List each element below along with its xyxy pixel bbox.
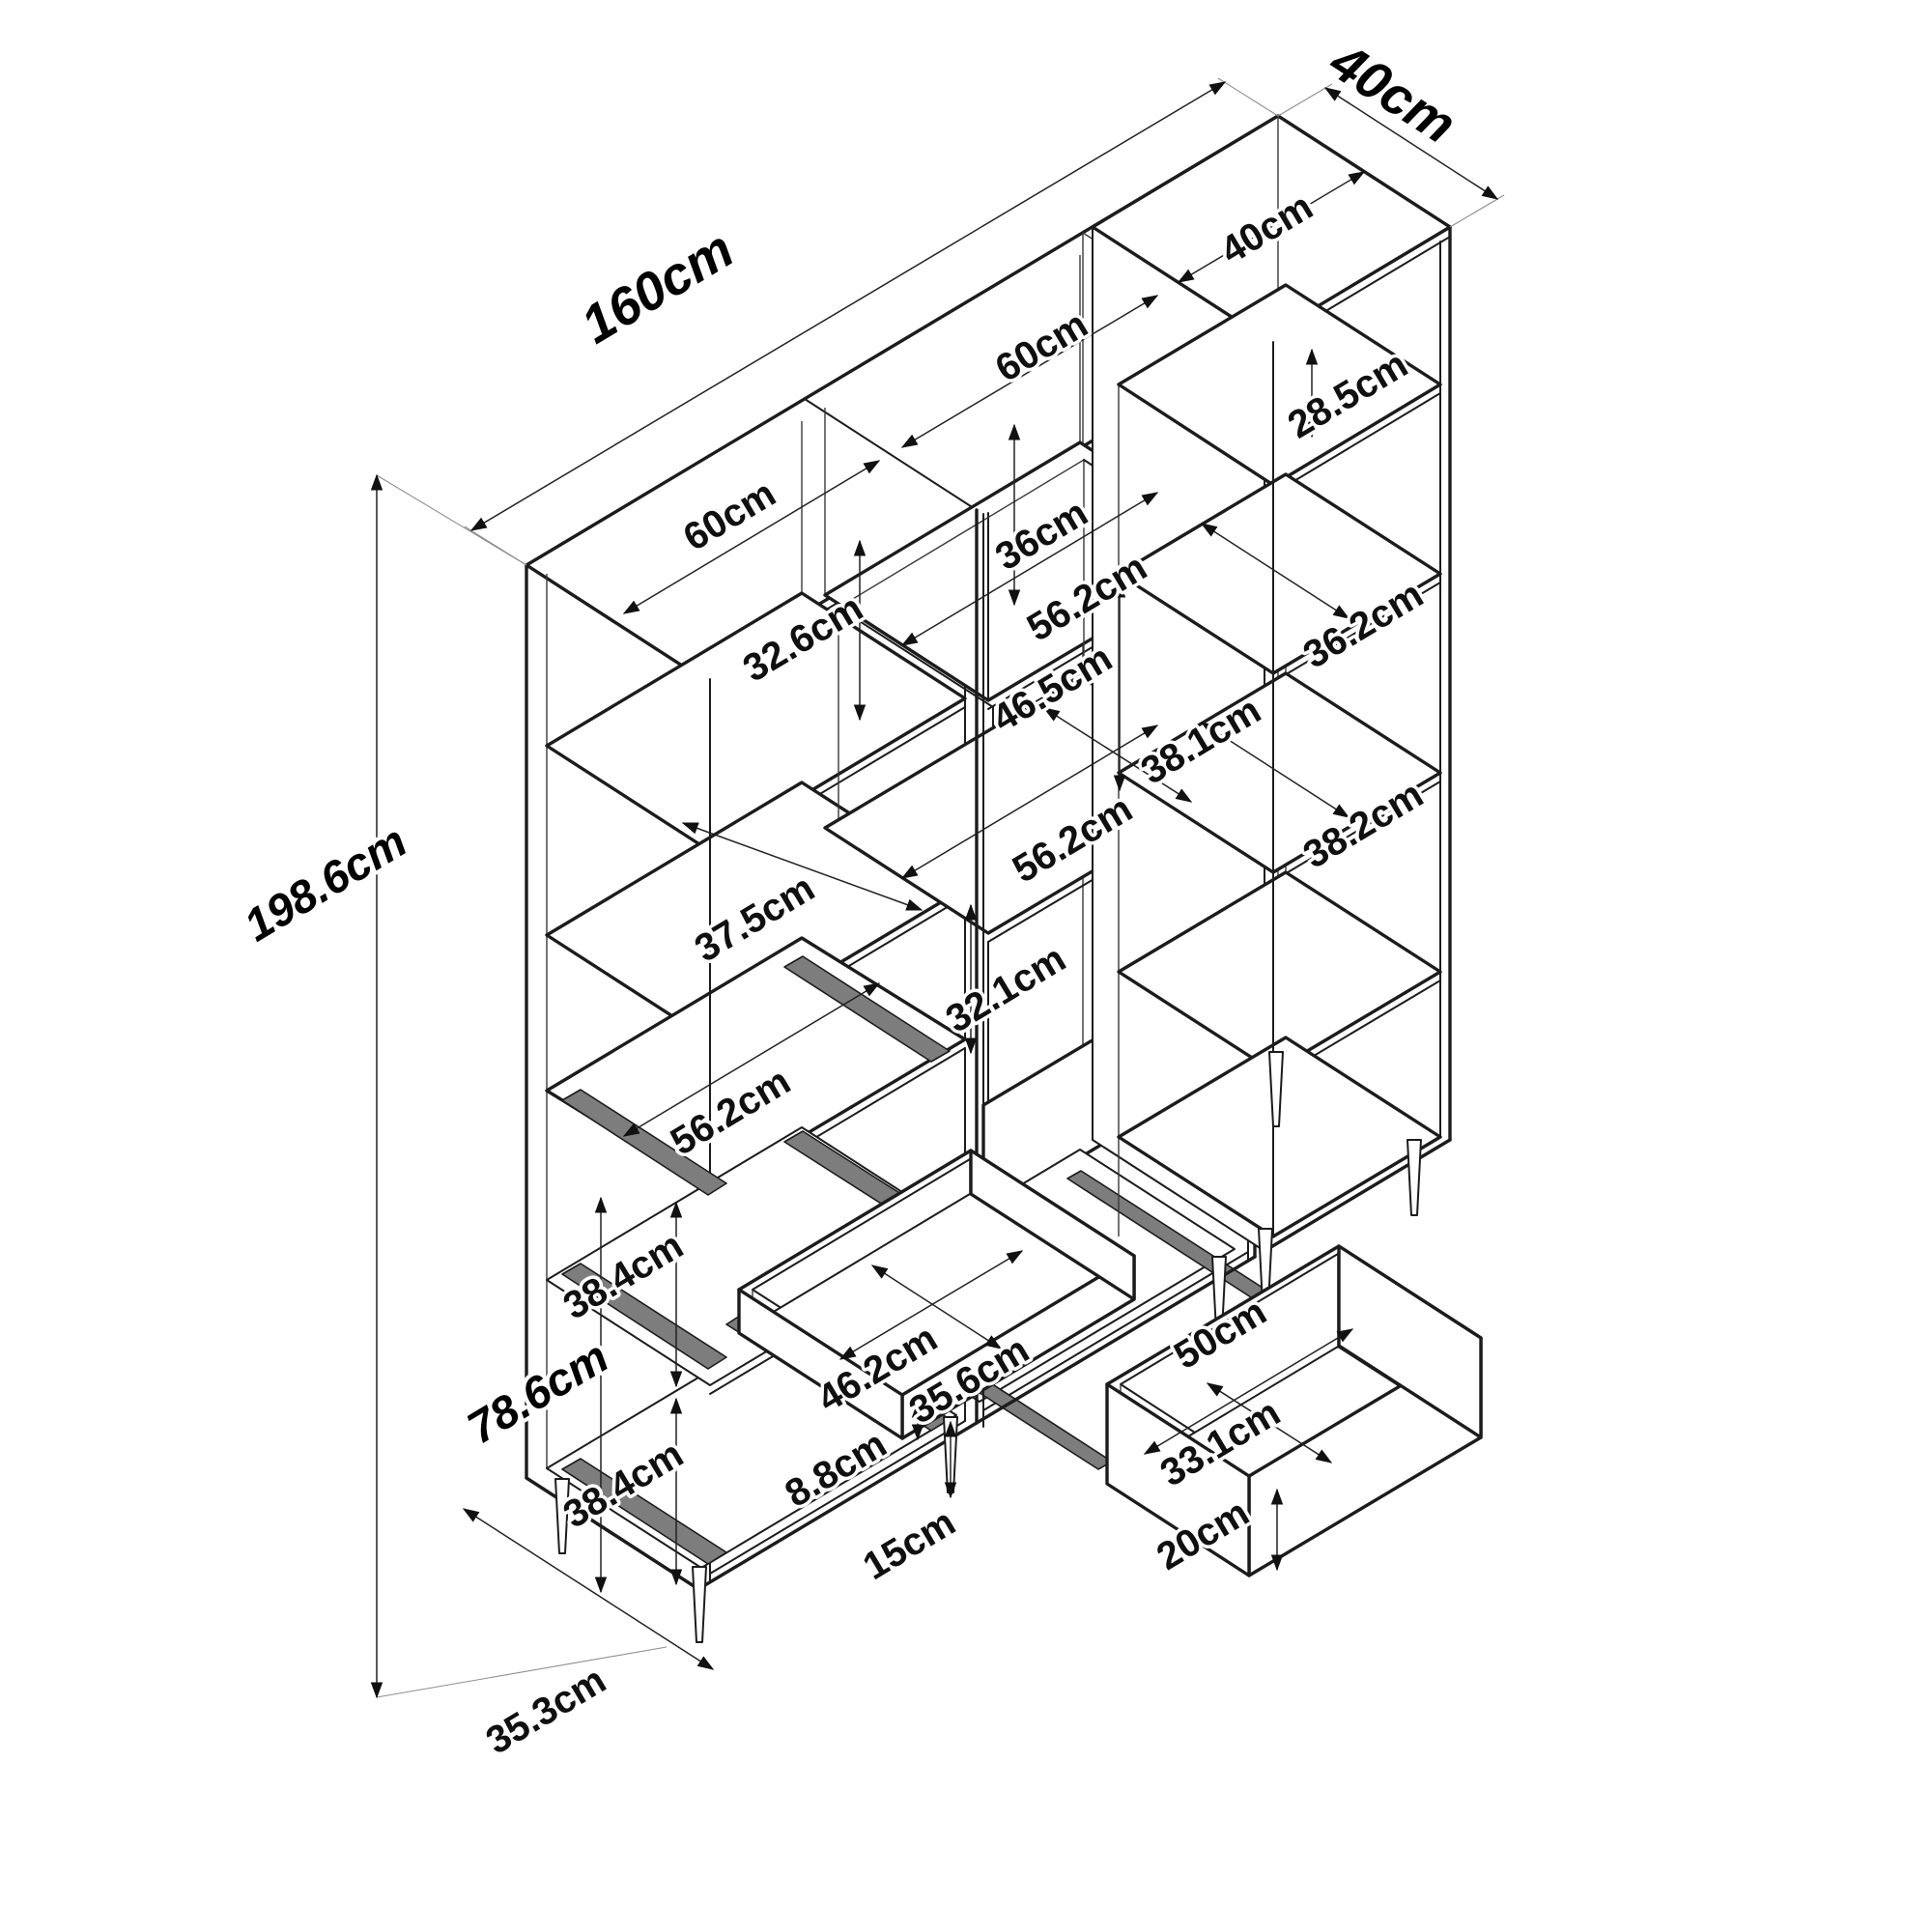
dim-base-depth <box>462 1508 715 1670</box>
dim-right-top-width <box>1177 171 1366 283</box>
label-overall-width: 160cm <box>571 218 744 355</box>
dim-mid-top-width <box>900 492 1159 646</box>
dim-right-cubby3 <box>1200 722 1350 818</box>
dim-left-shelf-width <box>622 982 881 1137</box>
label-leg-height: 15cm <box>856 1501 962 1588</box>
leg <box>1268 1051 1284 1127</box>
pull-out-drawer <box>1105 1244 1483 1577</box>
leg <box>692 1566 707 1643</box>
label-overall-height: 198.6cm <box>235 814 414 951</box>
drawer-right-face <box>1337 1244 1483 1439</box>
dim-overall-depth <box>1323 87 1499 200</box>
dim-drawer-depth <box>1206 1382 1333 1463</box>
cavity-bottom-edge <box>982 1251 1249 1411</box>
dim-tray-depth <box>870 1264 1003 1350</box>
dim-middle-top-width <box>900 295 1159 448</box>
main-bottom-edge <box>696 1255 1257 1591</box>
dim-overall-width <box>469 81 1227 531</box>
dim-left-top-width <box>622 460 881 614</box>
tray-right-face <box>969 1149 1136 1301</box>
bottom-face <box>1117 1036 1442 1238</box>
shelf-face <box>1117 870 1442 1073</box>
shelf-thickness <box>1272 392 1441 495</box>
leg <box>1406 1139 1422 1216</box>
label-mid-drawer-cubby: 32.1cm <box>939 937 1073 1041</box>
dim-right-cubby2 <box>1200 523 1350 619</box>
shelf-thickness <box>1272 781 1441 882</box>
label-base-depth: 35.3cm <box>479 1659 613 1763</box>
cavity-bottom-edge <box>709 1420 966 1575</box>
dim-left-cubby2 <box>681 822 923 911</box>
dimension-lines <box>370 77 1505 1699</box>
shelf-thickness <box>1272 582 1441 683</box>
extension-line <box>1277 83 1505 228</box>
drawer-rail <box>561 1089 727 1196</box>
dim-mid-shelf-depth <box>1042 707 1193 803</box>
label-overall-depth: 40cm <box>1320 30 1467 155</box>
